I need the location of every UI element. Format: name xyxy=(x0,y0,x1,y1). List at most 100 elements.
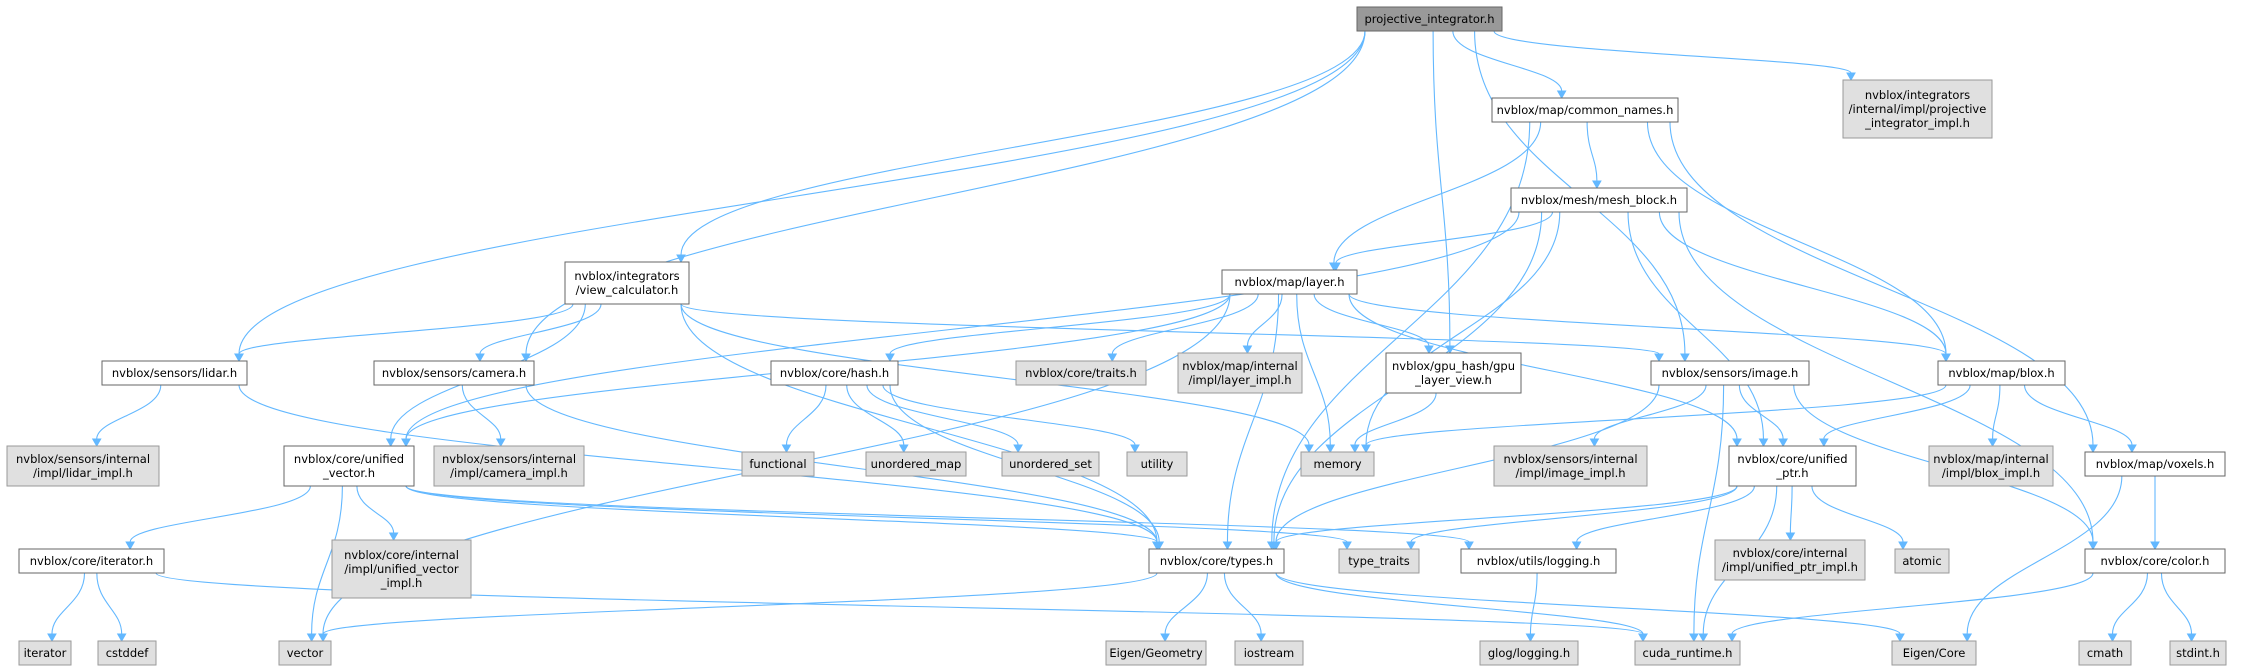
node-atomic: atomic xyxy=(1894,548,1950,574)
edge-mesh_block-to-layer xyxy=(1331,211,1554,272)
edge-color-to-cmath xyxy=(2107,572,2149,643)
node-layer[interactable]: nvblox/map/layer.h xyxy=(1221,269,1358,295)
node-box xyxy=(1126,451,1188,477)
edge-color-to-stdint xyxy=(2160,572,2197,643)
edge-common_names-to-layer xyxy=(1328,121,1542,272)
node-hash[interactable]: nvblox/core/hash.h xyxy=(770,360,899,386)
node-label: nvblox/map/layer.h xyxy=(1234,275,1344,289)
edge-unified_vector-to-logging xyxy=(405,485,1474,551)
node-label: nvblox/core/unified xyxy=(1737,452,1847,466)
node-memory: memory xyxy=(1300,451,1375,477)
node-gpu-layer-view[interactable]: nvblox/gpu_hash/gpu_layer_view.h xyxy=(1385,352,1522,394)
node-blox[interactable]: nvblox/map/blox.h xyxy=(1937,360,2066,386)
node-box xyxy=(1928,445,2054,487)
node-box xyxy=(1015,360,1147,386)
edge-types-to-eigen_core xyxy=(1275,572,1905,643)
edge-blox-to-unified_ptr xyxy=(1818,384,1971,448)
node-box xyxy=(1148,548,1285,574)
node-label: nvblox/map/internal xyxy=(1182,359,1298,373)
node-lidar-impl: nvblox/sensors/internal/impl/lidar_impl.… xyxy=(6,445,160,487)
edge-common_names-to-mesh_block xyxy=(1586,121,1602,190)
node-box xyxy=(278,640,332,666)
node-glog: glog/logging.h xyxy=(1479,640,1579,666)
node-label: unordered_map xyxy=(871,457,962,471)
node-box xyxy=(2084,548,2226,574)
edge-voxels-to-color xyxy=(2150,476,2160,551)
edge-view_calc-to-lidar xyxy=(234,303,574,363)
node-camera-impl: nvblox/sensors/internal/impl/camera_impl… xyxy=(433,445,585,487)
node-box xyxy=(1300,451,1375,477)
edge-view_calc-to-memory xyxy=(680,303,1314,454)
node-eigen-core: Eigen/Core xyxy=(1891,640,1977,666)
nodes-layer: projective_integrator.hnvblox/map/common… xyxy=(6,6,2227,666)
edge-unified_ptr-to-type_traits xyxy=(1406,485,1738,551)
node-logging[interactable]: nvblox/utils/logging.h xyxy=(1460,548,1617,574)
node-box xyxy=(1714,539,1866,581)
edge-unified_ptr-to-logging xyxy=(1571,485,1755,551)
node-label: nvblox/map/common_names.h xyxy=(1497,103,1674,117)
node-box xyxy=(1177,352,1303,394)
edge-root-to-proj_impl xyxy=(1493,30,1856,82)
node-unified-ptr[interactable]: nvblox/core/unified_ptr.h xyxy=(1728,445,1857,487)
node-voxels[interactable]: nvblox/map/voxels.h xyxy=(2084,451,2226,477)
node-label: nvblox/integrators xyxy=(1865,88,1970,102)
node-label: /internal/impl/projective xyxy=(1849,102,1987,116)
node-box xyxy=(770,360,899,386)
node-label: nvblox/core/unified xyxy=(294,452,404,466)
node-camera[interactable]: nvblox/sensors/camera.h xyxy=(373,360,535,386)
node-label: cuda_runtime.h xyxy=(1643,646,1733,660)
node-box xyxy=(1493,445,1648,487)
node-box xyxy=(1356,6,1503,32)
node-lidar[interactable]: nvblox/sensors/lidar.h xyxy=(101,360,248,386)
node-label: iostream xyxy=(1244,646,1295,660)
edge-unified_ptr-to-types xyxy=(1271,485,1738,551)
node-unordered-map: unordered_map xyxy=(865,451,967,477)
node-view-calc[interactable]: nvblox/integrators/view_calculator.h xyxy=(564,261,690,305)
node-box xyxy=(741,451,815,477)
node-image[interactable]: nvblox/sensors/image.h xyxy=(1650,360,1810,386)
node-uptr-impl: nvblox/core/internal/impl/unified_ptr_im… xyxy=(1714,539,1866,581)
node-color[interactable]: nvblox/core/color.h xyxy=(2084,548,2226,574)
edge-mesh_block-to-blox xyxy=(1658,211,1951,363)
node-stdint: stdint.h xyxy=(2169,640,2227,666)
node-label: /impl/unified_vector xyxy=(344,562,459,576)
edge-layer-to-traits xyxy=(1107,293,1259,363)
node-common-names[interactable]: nvblox/map/common_names.h xyxy=(1491,97,1679,123)
node-label: nvblox/core/traits.h xyxy=(1025,366,1137,380)
edge-root-to-lidar xyxy=(234,30,1366,363)
node-type-traits: type_traits xyxy=(1338,548,1420,574)
edge-layer-to-unified_ptr xyxy=(1348,293,1742,448)
edge-voxels-to-eigen_core xyxy=(1962,475,2123,643)
node-iostream: iostream xyxy=(1234,640,1304,666)
edge-view_calc-to-camera xyxy=(475,303,602,363)
node-box xyxy=(18,640,72,666)
node-label: /impl/image_impl.h xyxy=(1515,466,1625,480)
edge-unified_ptr-to-uptr_impl xyxy=(1785,485,1796,542)
node-label: nvblox/core/types.h xyxy=(1160,554,1273,568)
node-label: /impl/lidar_impl.h xyxy=(33,466,133,480)
node-box xyxy=(331,539,472,599)
node-label: iterator xyxy=(24,646,67,660)
node-iterator-h[interactable]: nvblox/core/iterator.h xyxy=(18,548,165,574)
edge-types-to-vector xyxy=(318,572,1158,643)
node-types[interactable]: nvblox/core/types.h xyxy=(1148,548,1285,574)
node-unified-vector[interactable]: nvblox/core/unified_vector.h xyxy=(283,445,415,487)
edge-color-to-cuda_runtime xyxy=(1727,572,2094,643)
node-mesh-block[interactable]: nvblox/mesh/mesh_block.h xyxy=(1510,187,1688,213)
node-label: nvblox/core/hash.h xyxy=(780,366,889,380)
node-label: Eigen/Core xyxy=(1903,646,1966,660)
node-label: utility xyxy=(1141,457,1174,471)
node-traits: nvblox/core/traits.h xyxy=(1015,360,1147,386)
node-label: _impl.h xyxy=(380,576,423,590)
node-cuda-runtime: cuda_runtime.h xyxy=(1634,640,1741,666)
edge-blox-to-memory xyxy=(1361,384,1947,454)
node-box xyxy=(1385,352,1522,394)
edge-layer-to-gpu_layer_view xyxy=(1313,293,1434,355)
node-box xyxy=(865,451,967,477)
node-label: stdint.h xyxy=(2176,646,2220,660)
node-box xyxy=(1221,269,1358,295)
edge-unified_vector-to-iterator_h xyxy=(125,485,311,551)
node-box xyxy=(1479,640,1579,666)
node-label: nvblox/gpu_hash/gpu xyxy=(1392,359,1515,373)
node-label: _layer_view.h xyxy=(1414,373,1492,387)
